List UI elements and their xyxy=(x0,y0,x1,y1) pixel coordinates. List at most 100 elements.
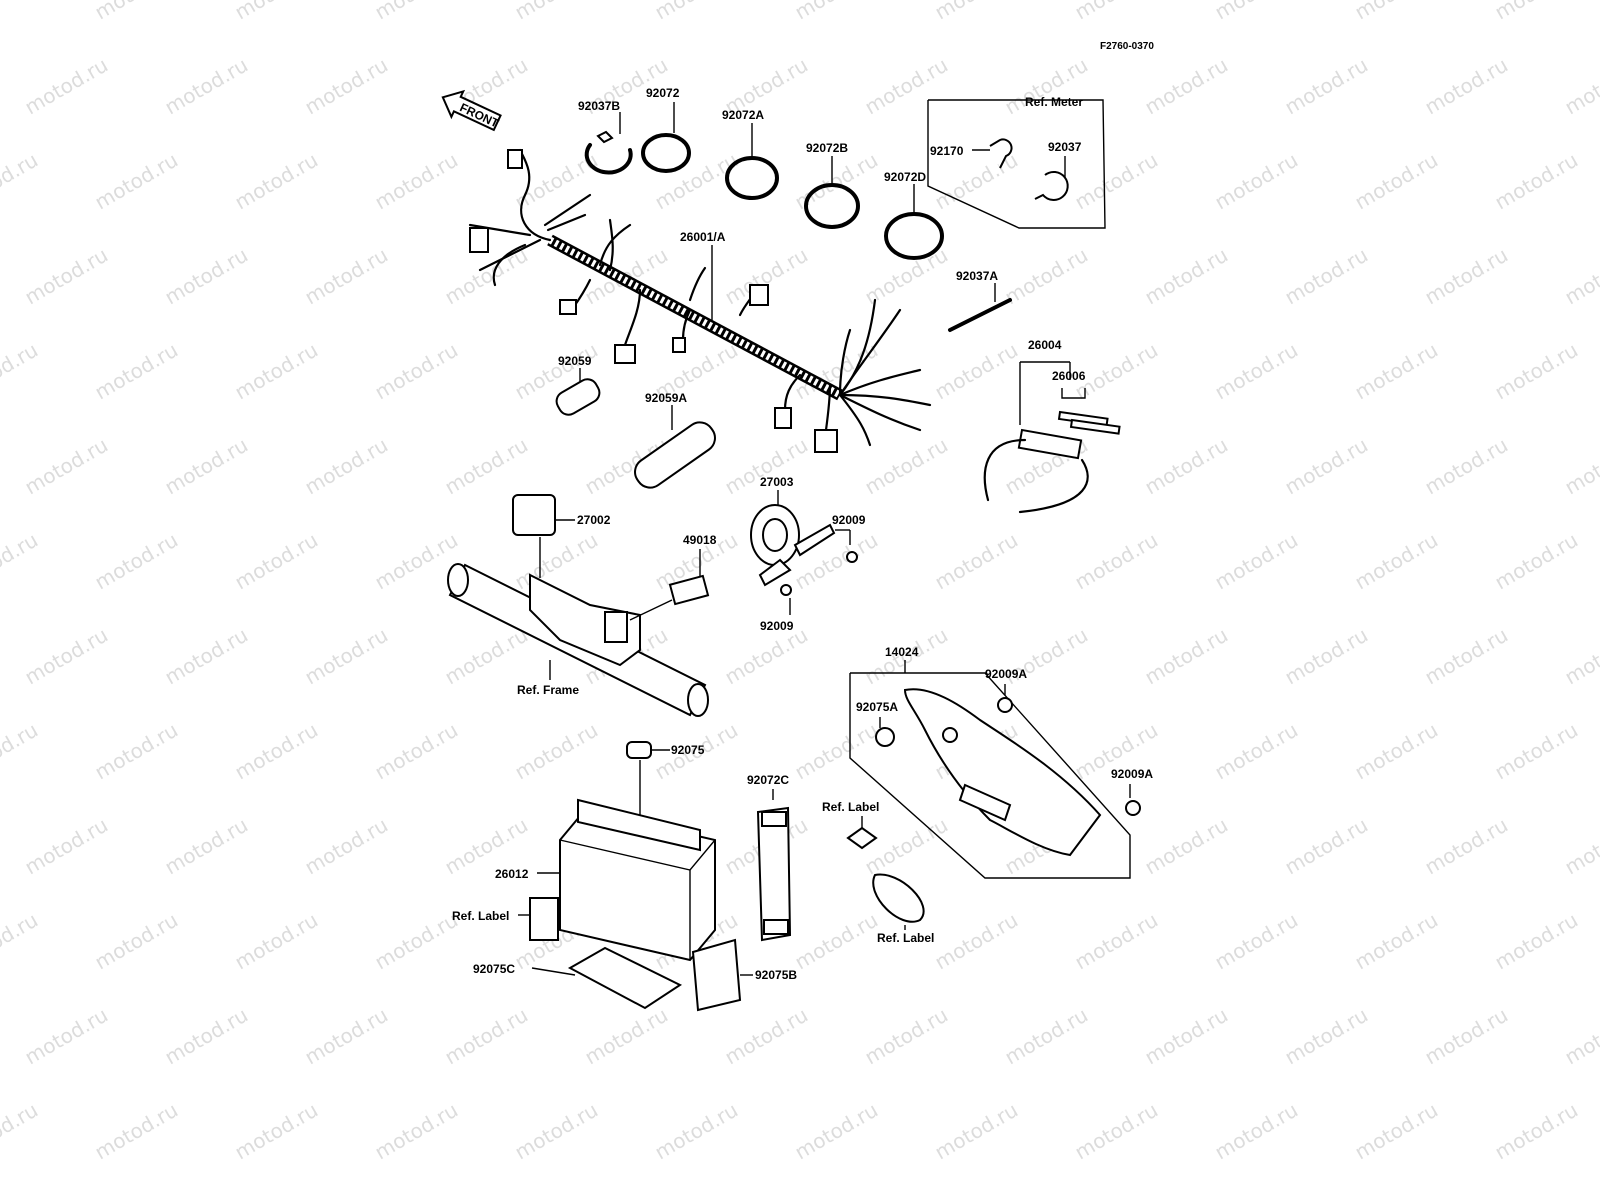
watermark-text: motod.ru xyxy=(231,528,322,595)
cap-92075: 92075 xyxy=(626,741,705,820)
watermark-text: motod.ru xyxy=(1561,1193,1600,1200)
pad-92075C: 92075C xyxy=(473,946,683,1010)
watermark-text: motod.ru xyxy=(21,243,112,310)
label-92059A: 92059A xyxy=(645,391,687,405)
label-92072A: 92072A xyxy=(722,108,764,122)
watermark-text: motod.ru xyxy=(791,0,882,24)
label-ref-frame: Ref. Frame xyxy=(517,683,579,697)
label-92037B: 92037B xyxy=(578,99,620,113)
watermark-text: motod.ru xyxy=(931,1098,1022,1165)
watermark-text: motod.ru xyxy=(861,53,952,120)
watermark-text: motod.ru xyxy=(91,148,182,215)
watermark-text: motod.ru xyxy=(231,1098,322,1165)
watermark-text: motod.ru xyxy=(861,1193,952,1200)
watermark-text: motod.ru xyxy=(1281,433,1372,500)
watermark-text: motod.ru xyxy=(721,433,812,500)
watermark-text: motod.ru xyxy=(861,813,952,880)
watermark-text: motod.ru xyxy=(1281,1193,1372,1200)
watermark-text: motod.ru xyxy=(441,1193,532,1200)
watermark-text: motod.ru xyxy=(91,338,182,405)
watermark-text: motod.ru xyxy=(0,338,42,405)
watermark-text: motod.ru xyxy=(791,1098,882,1165)
watermark-text: motod.ru xyxy=(91,718,182,785)
label-92072C: 92072C xyxy=(747,773,789,787)
label-27002: 27002 xyxy=(577,513,611,527)
watermark-text: motod.ru xyxy=(301,813,392,880)
watermark-text: motod.ru xyxy=(861,1003,952,1070)
watermark-text: motod.ru xyxy=(1281,623,1372,690)
clamp-92037B: 92037B xyxy=(578,99,633,175)
label-49018: 49018 xyxy=(683,533,717,547)
label-92072B: 92072B xyxy=(806,141,848,155)
watermark-text: motod.ru xyxy=(791,528,882,595)
watermark-text: motod.ru xyxy=(231,718,322,785)
watermark-text: motod.ru xyxy=(161,53,252,120)
watermark-text: motod.ru xyxy=(161,243,252,310)
battery-26012: 26012 xyxy=(495,798,716,962)
frame-bracket: Ref. Frame xyxy=(447,563,709,717)
label-26001A: 26001/A xyxy=(680,230,726,244)
watermark-text: motod.ru xyxy=(21,813,112,880)
watermark-text: motod.ru xyxy=(1491,1098,1582,1165)
clamp-92072A: 92072A xyxy=(722,108,779,200)
watermark-text: motod.ru xyxy=(21,1003,112,1070)
watermark-text: motod.ru xyxy=(1421,53,1512,120)
watermark-text: motod.ru xyxy=(371,718,462,785)
watermark-text: motod.ru xyxy=(1001,1193,1092,1200)
watermark-text: motod.ru xyxy=(371,0,462,24)
watermark-text: motod.ru xyxy=(1421,813,1512,880)
watermark-text: motod.ru xyxy=(1211,528,1302,595)
label-92009-a: 92009 xyxy=(832,513,866,527)
label-ref-label-a: Ref. Label xyxy=(452,909,509,923)
watermark-text: motod.ru xyxy=(371,338,462,405)
watermark-text: motod.ru xyxy=(1071,1098,1162,1165)
watermark-text: motod.ru xyxy=(861,433,952,500)
watermark-text: motod.ru xyxy=(371,908,462,975)
watermark-text: motod.ru xyxy=(1351,718,1442,785)
watermark-text: motod.ru xyxy=(21,433,112,500)
watermark-text: motod.ru xyxy=(931,0,1022,24)
clamp-92072: 92072 xyxy=(641,86,691,173)
clamp-92072D: 92072D xyxy=(884,170,944,260)
watermark-text: motod.ru xyxy=(511,718,602,785)
watermark-text: motod.ru xyxy=(1351,148,1442,215)
watermark-text: motod.ru xyxy=(1561,1003,1600,1070)
watermark-text: motod.ru xyxy=(21,623,112,690)
label-92075A: 92075A xyxy=(856,700,898,714)
watermark-text: motod.ru xyxy=(1421,243,1512,310)
watermark-text: motod.ru xyxy=(441,1003,532,1070)
watermark-text: motod.ru xyxy=(1071,148,1162,215)
watermark-text: motod.ru xyxy=(721,1003,812,1070)
watermark-text: motod.ru xyxy=(931,338,1022,405)
watermark-text: motod.ru xyxy=(161,623,252,690)
watermark-text: motod.ru xyxy=(0,908,42,975)
ref-meter-group: Ref. Meter 92170 92037 xyxy=(927,95,1106,229)
watermark-text: motod.ru xyxy=(1421,1193,1512,1200)
watermark-text: motod.ru xyxy=(301,1003,392,1070)
watermark-text: motod.ru xyxy=(931,908,1022,975)
watermark-text: motod.ru xyxy=(791,908,882,975)
label-92075C: 92075C xyxy=(473,962,515,976)
watermark-text: motod.ru xyxy=(931,528,1022,595)
watermark-text: motod.ru xyxy=(1491,718,1582,785)
watermark-text: motod.ru xyxy=(581,1193,672,1200)
battery-label: Ref. Label xyxy=(452,897,559,941)
label-26006: 26006 xyxy=(1052,369,1086,383)
watermark-text: motod.ru xyxy=(651,1098,742,1165)
clamp-92072B: 92072B xyxy=(804,141,860,229)
relay-27002: 27002 xyxy=(512,494,611,578)
watermark-text: motod.ru xyxy=(1351,338,1442,405)
watermark-text: motod.ru xyxy=(1351,528,1442,595)
watermark-text: motod.ru xyxy=(1071,908,1162,975)
watermark-text: motod.ru xyxy=(1491,338,1582,405)
watermark-text: motod.ru xyxy=(1211,718,1302,785)
watermark-text: motod.ru xyxy=(231,0,322,24)
watermark-text: motod.ru xyxy=(1141,243,1232,310)
label-92072: 92072 xyxy=(646,86,680,100)
watermark-text: motod.ru xyxy=(161,1193,252,1200)
watermark-text: motod.ru xyxy=(91,908,182,975)
watermark-text: motod.ru xyxy=(301,623,392,690)
watermark-text: motod.ru xyxy=(371,1098,462,1165)
